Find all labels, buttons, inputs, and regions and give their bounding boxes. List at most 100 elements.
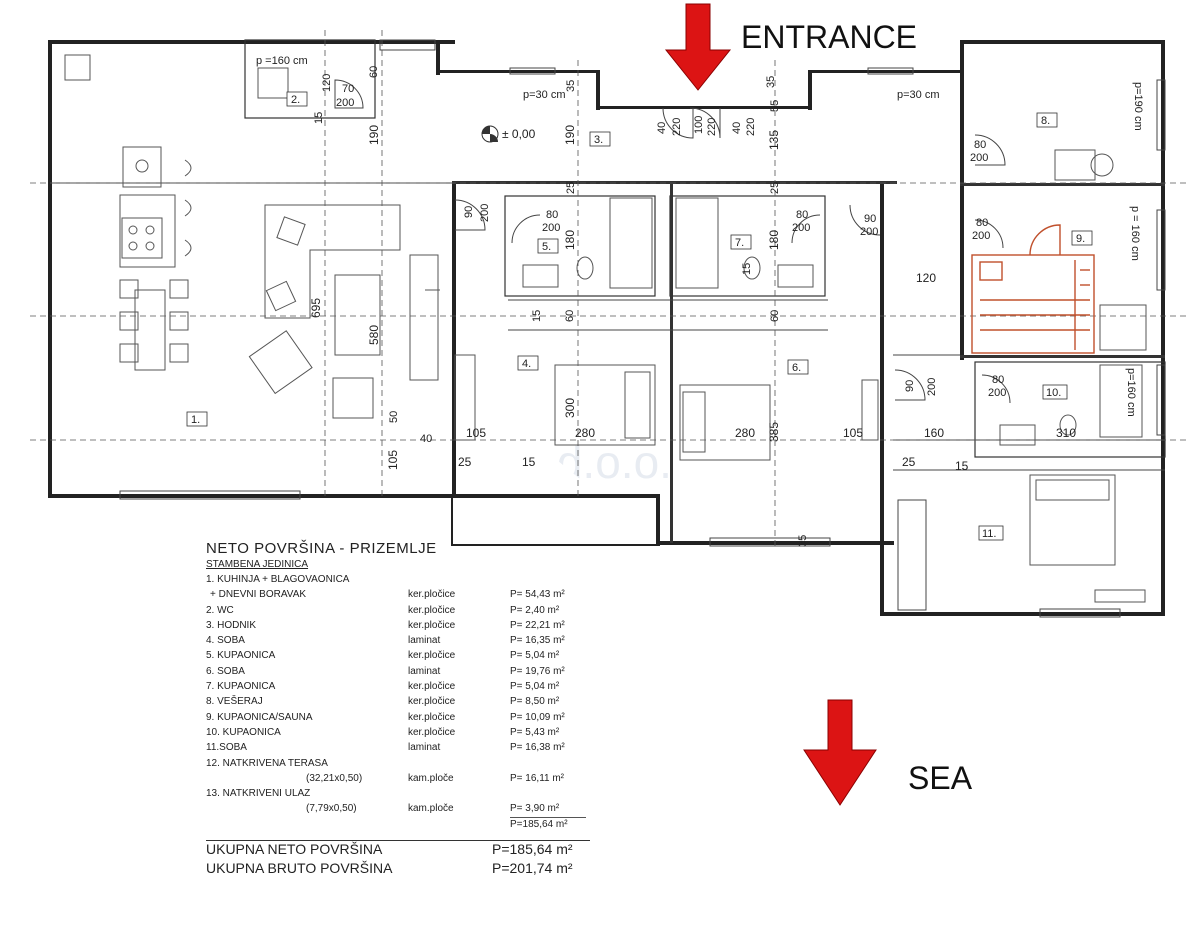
area-value: P= 5,43 m²	[510, 726, 560, 738]
material: ker.pločice	[408, 619, 456, 631]
dim-label: p=30 cm	[897, 89, 940, 101]
dim-label: 695	[309, 298, 323, 318]
dim-label: 15	[313, 112, 325, 124]
room-name: 7. KUPAONICA	[206, 681, 276, 693]
dim-label: p=30 cm	[523, 89, 566, 101]
room-number: 7.	[735, 237, 744, 249]
room-name: 6. SOBA	[206, 665, 245, 677]
room-number: 6.	[792, 362, 801, 374]
room-name: 3. HODNIK	[206, 619, 257, 631]
dim-label: 35	[565, 80, 577, 92]
area-value: P=185,64 m²	[510, 818, 568, 830]
room-number: 11.	[982, 528, 996, 540]
room-name: 5. KUPAONICA	[206, 650, 276, 662]
sauna	[971, 224, 1095, 354]
table-row: P=185,64 m²	[206, 816, 586, 832]
area-value: P= 16,38 m²	[510, 742, 565, 754]
room-name: 9. KUPAONICA/SAUNA	[206, 711, 313, 723]
dim-label: 200	[970, 152, 988, 164]
dim-label: 80	[796, 209, 808, 221]
room-name: (32,21x0,50)	[306, 772, 363, 784]
windows	[119, 39, 1166, 618]
dim-label: 40	[656, 122, 668, 134]
material: ker.pločice	[408, 604, 456, 616]
dim-label: 105	[386, 450, 400, 470]
room-number: 8.	[1041, 115, 1050, 127]
area-value: P= 16,35 m²	[510, 635, 565, 647]
total-value: P=185,64 m²	[492, 841, 573, 858]
dim-label: 25	[902, 455, 916, 469]
area-value: P= 2,40 m²	[510, 604, 560, 616]
total-rows: UKUPNA NETO POVRŠINA P=185,64 m² UKUPNA BR…	[206, 841, 586, 879]
dim-label: 90	[463, 206, 475, 218]
living-furniture	[248, 204, 440, 419]
dim-label: 200	[542, 222, 560, 234]
subtotal-line	[510, 816, 586, 818]
dim-label: 15	[741, 263, 753, 275]
dim-label: 60	[564, 310, 576, 322]
dim-label: 70	[342, 83, 354, 95]
dim-label: 55	[769, 100, 781, 112]
level-marker: ± 0,00	[481, 125, 536, 143]
material: laminat	[408, 742, 441, 754]
room-number: 3.	[594, 134, 603, 146]
level-label: ± 0,00	[502, 127, 536, 141]
area-value: P= 8,50 m²	[510, 696, 560, 708]
room-name: 2. WC	[206, 604, 234, 616]
dim-label: 100	[693, 116, 705, 134]
table-title: NETO POVRŠINA - PRIZEMLJE	[206, 540, 437, 557]
dim-label: 280	[575, 426, 595, 440]
dim-label: 60	[368, 66, 380, 78]
dim-label: 220	[706, 118, 718, 136]
area-value: P= 5,04 m²	[510, 650, 560, 662]
dim-label: 280	[735, 426, 755, 440]
area-value: P= 3,90 m²	[510, 803, 560, 815]
area-table: NETO POVRŠINA - PRIZEMLJE STAMBENA JEDIN…	[206, 540, 590, 879]
dim-label: 135	[767, 130, 781, 150]
dim-label: p =160 cm	[256, 55, 308, 67]
material: ker.pločice	[408, 650, 456, 662]
dim-label: 90	[864, 213, 876, 225]
room-number: 1.	[191, 414, 200, 426]
room-number: 10.	[1046, 387, 1061, 399]
room-number: 9.	[1076, 233, 1085, 245]
room-numbers: 1. 2. 3. 4. 5. 6. 7. 8. 9. 10. 11.	[186, 91, 1093, 541]
material: ker.pločice	[408, 711, 456, 723]
material: kam.ploče	[408, 772, 454, 784]
dim-label: 200	[972, 230, 990, 242]
dim-label: 200	[336, 97, 354, 109]
sea-marker: SEA	[803, 699, 973, 806]
grid-axes	[30, 30, 1190, 550]
dim-label: 105	[843, 426, 863, 440]
dim-label: 35	[797, 535, 809, 547]
entrance-arrow-icon	[664, 3, 732, 91]
dim-label: p=160 cm	[1125, 368, 1137, 417]
material: ker.pločice	[408, 681, 456, 693]
dim-label: 15	[955, 459, 969, 473]
table-row: 5. KUPAONICA ker.pločice P= 5,04 m²	[206, 648, 586, 663]
dim-label: 80	[546, 209, 558, 221]
table-row: 2. WC ker.pločice P= 2,40 m²	[206, 603, 586, 618]
dim-label: 580	[367, 325, 381, 345]
dim-label: 160	[924, 426, 944, 440]
dimension-labels: p =160 cm p=30 cm p=30 cm p=190 cm p = 1…	[256, 55, 1144, 547]
dim-label: 105	[466, 426, 486, 440]
dim-label: 120	[321, 74, 333, 92]
dim-label: 200	[792, 222, 810, 234]
total-value: P=201,74 m²	[492, 860, 573, 877]
room-name: (7,79x0,50)	[306, 803, 357, 815]
dim-label: 25	[458, 455, 472, 469]
room-number: 4.	[522, 358, 531, 370]
table-row: 1. KUHINJA + BLAGOVAONICA	[206, 572, 586, 587]
dim-label: 180	[767, 230, 781, 250]
total-name: UKUPNA NETO POVRŠINA	[206, 841, 383, 858]
